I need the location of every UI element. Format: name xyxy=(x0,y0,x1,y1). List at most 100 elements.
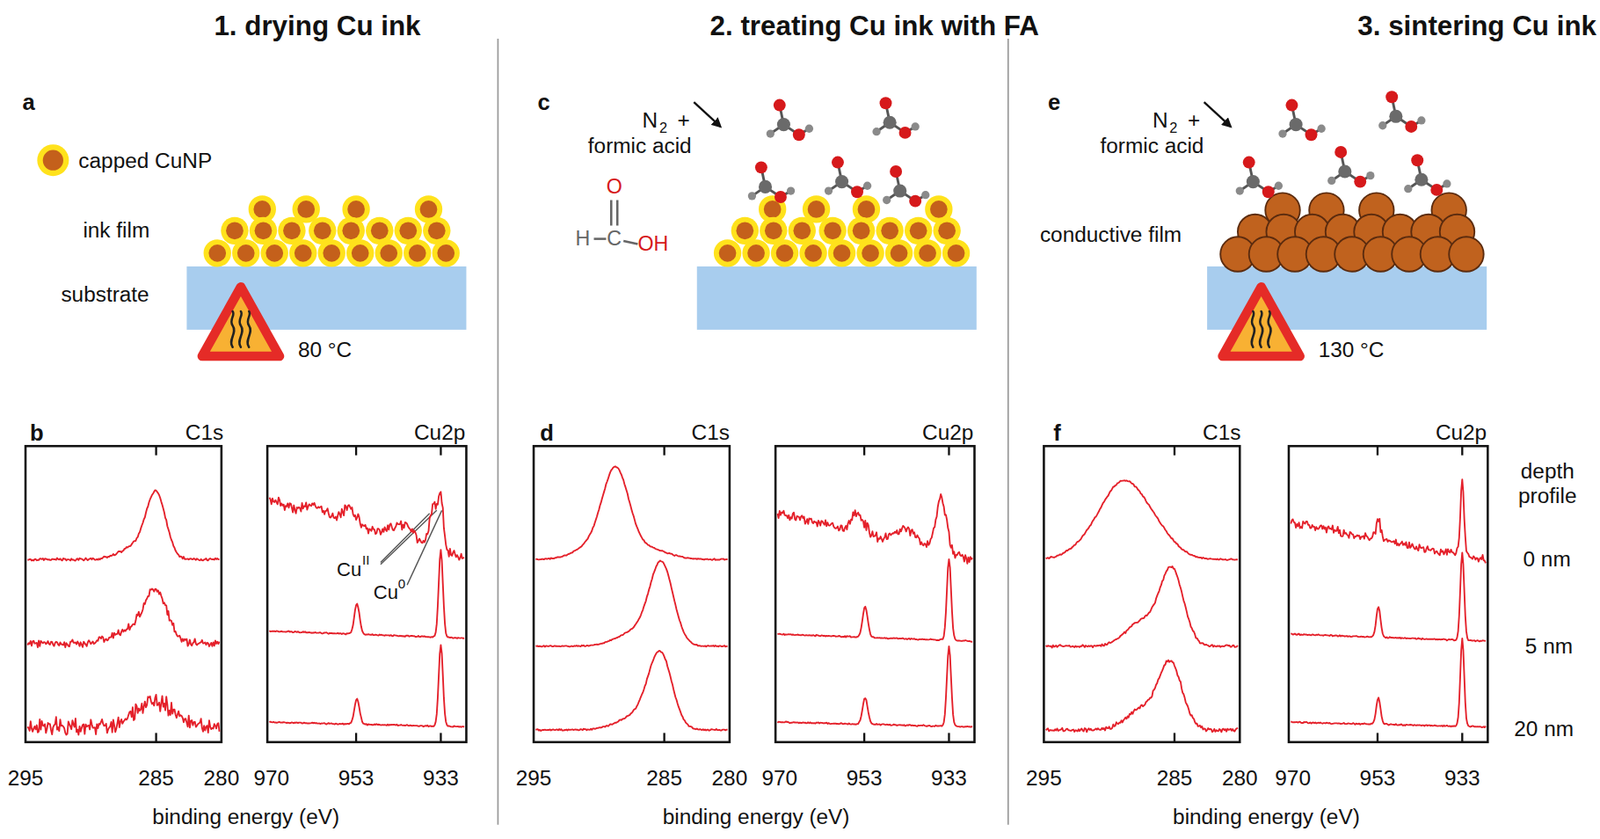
xps-spectrum xyxy=(777,646,973,728)
nanoparticle-core xyxy=(370,221,389,240)
gas-arrow xyxy=(693,101,720,127)
heat-wave xyxy=(231,311,234,348)
figure-label: 933 xyxy=(422,764,459,790)
figure-label: Cu xyxy=(336,558,362,581)
oxygen-atom xyxy=(831,156,844,169)
xps-spectrum xyxy=(1290,479,1486,563)
carbon-atom xyxy=(1389,109,1403,124)
oxygen-atom xyxy=(1353,175,1367,189)
figure-label: conductive film xyxy=(1039,222,1182,248)
axis-tick xyxy=(947,732,950,742)
figure-label: O xyxy=(606,174,623,199)
figure-label: formic acid xyxy=(588,133,692,159)
hydrogen-atom xyxy=(1442,179,1451,188)
figure-label: 280 xyxy=(712,764,749,790)
nanoparticle-core xyxy=(379,244,398,262)
nanoparticle-core xyxy=(930,200,948,219)
panel-label: 2. treating Cu ink with FA xyxy=(710,10,1040,43)
oxygen-atom xyxy=(1262,185,1275,198)
nanoparticle-core xyxy=(807,200,826,219)
nanoparticle-core xyxy=(792,221,811,240)
figure-label: Cu2p xyxy=(922,420,974,445)
nanoparticle-core xyxy=(880,221,899,240)
heat-wave xyxy=(247,311,251,348)
nanoparticle-cap xyxy=(885,239,913,267)
carbon-atom xyxy=(758,180,772,194)
heat-wave xyxy=(1259,311,1263,348)
xps-spectrum xyxy=(1046,660,1238,733)
hydrogen-atom xyxy=(748,191,757,200)
axis-tick xyxy=(355,445,357,455)
oxygen-atom xyxy=(850,185,864,198)
nanoparticle-core xyxy=(265,244,284,262)
oxygen-atom xyxy=(889,165,902,178)
figure-label: 953 xyxy=(1360,764,1397,790)
nanoparticle-core xyxy=(253,200,271,219)
hydrogen-atom xyxy=(1278,129,1287,138)
oxygen-atom xyxy=(899,126,912,139)
xps-spectrum xyxy=(777,494,973,564)
nanoparticle-cap xyxy=(318,239,346,267)
figure-label: substrate xyxy=(60,282,149,307)
plot-frame xyxy=(1288,445,1488,742)
figure-label: ink film xyxy=(82,218,150,243)
panel-divider xyxy=(1007,38,1010,825)
figure-label: 5 nm xyxy=(1525,633,1573,659)
figure-label: + xyxy=(1187,108,1200,133)
figure-label: 2 xyxy=(1169,119,1178,137)
axis-tick xyxy=(439,445,442,455)
nanoparticle-core xyxy=(763,200,782,219)
legend-swatch xyxy=(36,144,69,176)
formic-acid-molecule xyxy=(872,96,919,139)
nanoparticle-cap xyxy=(913,239,941,267)
nanoparticle-core xyxy=(890,244,909,262)
hydrogen-atom xyxy=(1366,171,1375,180)
xps-spectrum xyxy=(27,588,219,648)
nanoparticle-core xyxy=(428,221,446,240)
axis-tick xyxy=(863,732,866,742)
xps-spectrum xyxy=(777,559,973,642)
xps-spectrum xyxy=(535,560,728,647)
nanoparticle-core xyxy=(341,221,360,240)
panel-label: a xyxy=(21,88,35,115)
hydrogen-atom xyxy=(1378,121,1387,130)
nanoparticle-core xyxy=(947,244,966,262)
oxygen-atom xyxy=(773,99,786,112)
oxygen-atom xyxy=(792,128,806,141)
figure-label: N xyxy=(1152,108,1169,133)
warning-triangle xyxy=(202,286,280,357)
xps-spectrum xyxy=(1290,552,1486,641)
nanoparticle-cap xyxy=(261,239,289,267)
oxygen-atom xyxy=(909,195,922,208)
figure-label: 970 xyxy=(1274,764,1311,790)
nanoparticle-core xyxy=(225,221,244,240)
axis-tick xyxy=(1173,445,1176,455)
panel-label: e xyxy=(1047,88,1061,115)
figure-label: C1s xyxy=(1202,420,1241,445)
nanoparticle-core xyxy=(351,244,370,262)
nanoparticle-cap xyxy=(289,239,317,267)
xps-spectrum xyxy=(535,465,728,560)
figure-label: C xyxy=(606,226,622,251)
figure-label: 0 nm xyxy=(1523,546,1571,572)
xps-spectrum xyxy=(269,549,465,639)
panel-label: 3. sintering Cu ink xyxy=(1357,10,1597,43)
heat-wave xyxy=(1267,311,1271,348)
oxygen-atom xyxy=(1334,145,1347,159)
hydrogen-atom xyxy=(1417,116,1426,124)
hydrogen-atom xyxy=(882,196,891,204)
hydrogen-atom xyxy=(824,186,833,195)
nanoparticle-core xyxy=(254,221,273,240)
nanoparticle-cap xyxy=(741,239,770,267)
xps-spectrum xyxy=(1046,480,1238,560)
sintered-particle xyxy=(1448,236,1484,271)
heat-wave xyxy=(239,311,242,348)
axis-tick xyxy=(439,732,442,742)
hydrogen-atom xyxy=(872,127,880,136)
formic-acid-molecule xyxy=(824,156,872,199)
nanoparticle-core xyxy=(322,244,341,262)
axis-tick xyxy=(1461,445,1463,455)
hydrogen-atom xyxy=(1236,186,1244,195)
axis-tick xyxy=(154,732,157,742)
nanoparticle-cap xyxy=(346,239,374,267)
